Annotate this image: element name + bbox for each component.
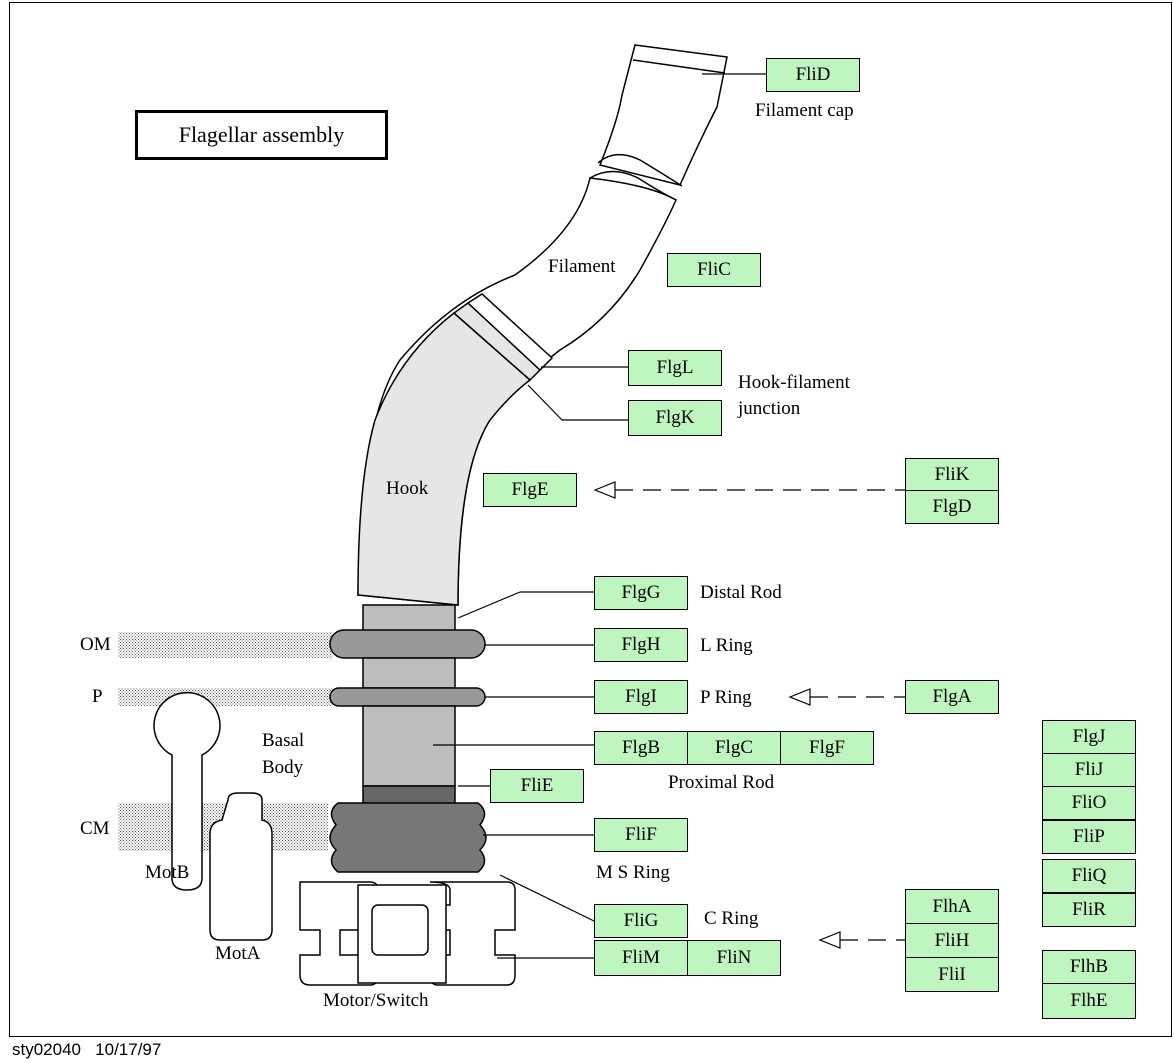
protein-box-flgh[interactable]: FlgH [594, 628, 688, 662]
label-basal-1: Basal [262, 730, 304, 752]
label-p-ring: P Ring [700, 687, 752, 709]
protein-box-flgj[interactable]: FlgJ [1042, 720, 1136, 754]
footer-id: sty02040 [12, 1040, 81, 1059]
protein-box-flic[interactable]: FliC [667, 253, 761, 287]
protein-box-flig[interactable]: FliG [594, 904, 688, 938]
label-cm: CM [80, 818, 110, 840]
label-ms-ring: M S Ring [596, 862, 670, 884]
ms-ring [330, 803, 486, 872]
protein-box-flhb[interactable]: FlhB [1042, 950, 1136, 984]
label-hook-filament-2: junction [738, 398, 800, 420]
protein-box-flid[interactable]: FliD [766, 58, 860, 92]
diagram-title: Flagellar assembly [135, 110, 388, 160]
protein-box-flij[interactable]: FliJ [1042, 753, 1136, 787]
protein-box-flha[interactable]: FlhA [905, 889, 999, 924]
protein-box-flir[interactable]: FliR [1042, 893, 1136, 927]
protein-box-flip[interactable]: FliP [1042, 820, 1136, 854]
protein-box-flgg[interactable]: FlgG [594, 576, 688, 610]
footer-date: 10/17/97 [95, 1040, 161, 1059]
label-basal-2: Body [262, 757, 303, 779]
protein-box-flgc[interactable]: FlgC [687, 731, 781, 765]
footer: sty02040 10/17/97 [12, 1040, 161, 1060]
filament-upper [600, 45, 727, 185]
l-ring [330, 630, 485, 658]
label-mota: MotA [215, 943, 260, 965]
protein-box-flhe[interactable]: FlhE [1042, 983, 1136, 1019]
label-c-ring: C Ring [704, 908, 758, 930]
protein-box-flgl[interactable]: FlgL [628, 350, 722, 386]
protein-box-flga[interactable]: FlgA [905, 680, 999, 714]
label-proximal-rod: Proximal Rod [668, 772, 774, 794]
label-hook: Hook [386, 478, 428, 500]
protein-box-flgi[interactable]: FlgI [594, 680, 688, 714]
protein-box-flgk[interactable]: FlgK [628, 400, 722, 436]
proximal-rod [363, 706, 455, 786]
protein-box-flie[interactable]: FliE [490, 769, 584, 803]
protein-box-flgd[interactable]: FlgD [905, 490, 999, 524]
protein-box-flii[interactable]: FliI [905, 957, 999, 992]
label-distal-rod: Distal Rod [700, 582, 782, 604]
label-filament: Filament [548, 256, 616, 278]
motor-switch-center-inner [372, 905, 428, 955]
label-filament-cap: Filament cap [755, 100, 854, 122]
label-motor-switch: Motor/Switch [323, 990, 429, 1012]
protein-box-flio[interactable]: FliO [1042, 786, 1136, 820]
protein-box-flih[interactable]: FliH [905, 923, 999, 958]
rod-mid [363, 658, 455, 688]
protein-box-flik[interactable]: FliK [905, 458, 999, 491]
label-p: P [92, 686, 103, 708]
protein-box-flin[interactable]: FliN [687, 940, 781, 976]
outer-membrane [118, 632, 333, 658]
protein-box-flgb[interactable]: FlgB [594, 731, 688, 765]
label-om: OM [80, 634, 111, 656]
label-hook-filament-1: Hook-filament [738, 372, 850, 394]
label-motb: MotB [145, 862, 189, 884]
protein-box-flge[interactable]: FlgE [483, 473, 577, 507]
protein-box-fliq[interactable]: FliQ [1042, 859, 1136, 893]
peptidoglycan-layer [118, 688, 333, 706]
p-ring [330, 688, 485, 706]
protein-box-flim[interactable]: FliM [594, 940, 688, 976]
protein-box-flif[interactable]: FliF [594, 818, 688, 852]
protein-box-flgf[interactable]: FlgF [780, 731, 874, 765]
label-l-ring: L Ring [700, 635, 753, 657]
